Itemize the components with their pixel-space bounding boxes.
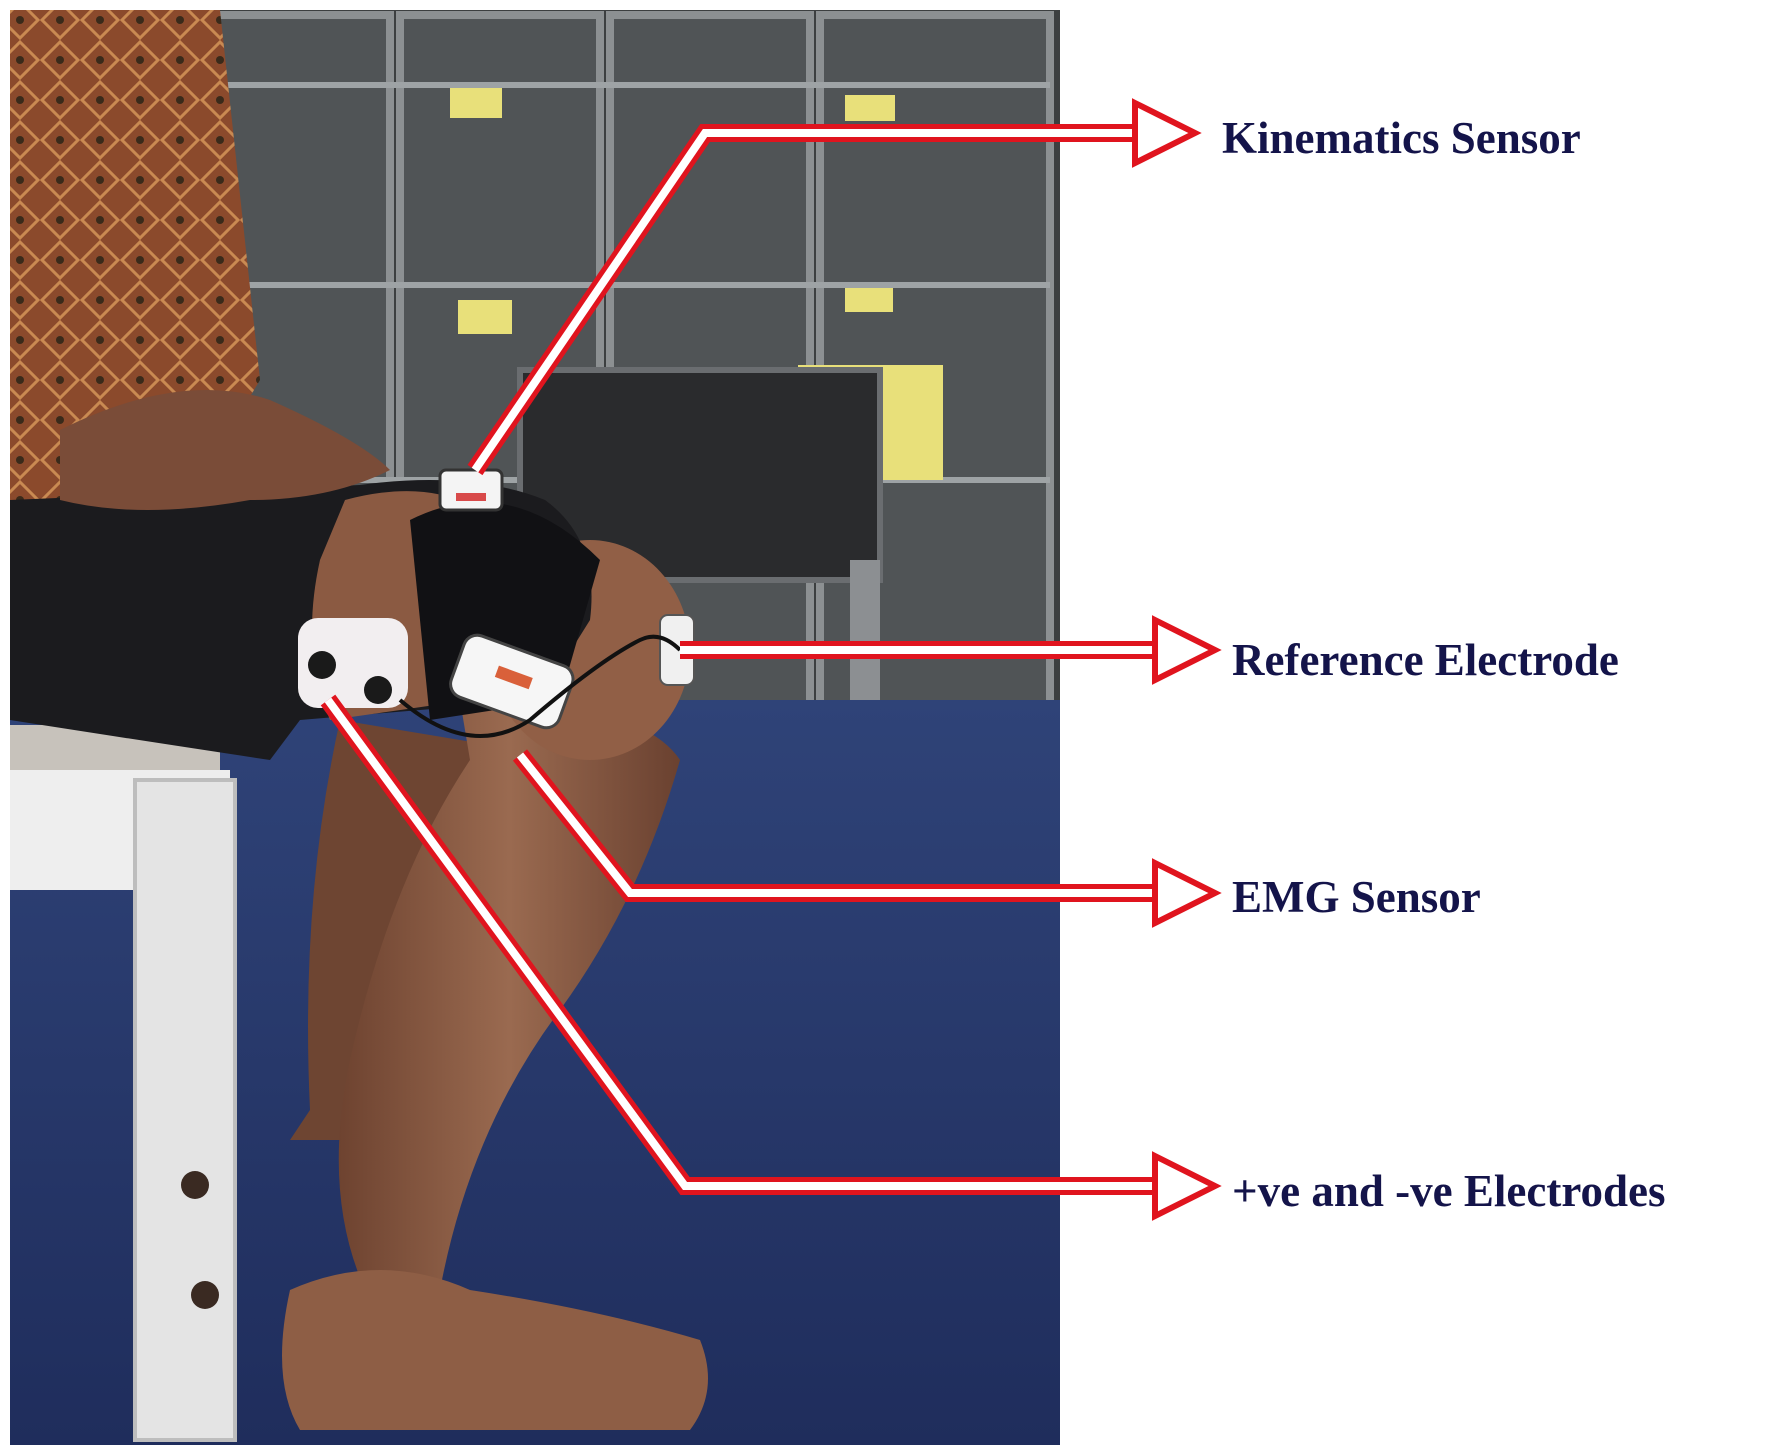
label-reference-electrode: Reference Electrode xyxy=(1232,635,1619,685)
label-kinematics-sensor: Kinematics Sensor xyxy=(1222,113,1581,163)
kinematics-sensor-device xyxy=(438,468,504,512)
arrow-emg xyxy=(512,749,1222,928)
electrode-pads xyxy=(298,618,408,708)
stool xyxy=(10,725,237,1442)
label-emg-sensor: EMG Sensor xyxy=(1232,872,1481,922)
label-electrodes: +ve and -ve Electrodes xyxy=(1232,1166,1666,1216)
hand xyxy=(60,390,390,510)
emg-sensor-device xyxy=(449,633,575,730)
kinematics-sensor-stripe xyxy=(456,493,486,501)
arrow-kinematics xyxy=(467,98,1202,476)
arrow-reference xyxy=(680,615,1222,685)
arrow-electrodes xyxy=(320,694,1222,1221)
photograph xyxy=(10,10,1060,1445)
annotation-arrows xyxy=(320,98,1222,1221)
front-foot xyxy=(282,1270,708,1430)
patterned-shirt xyxy=(10,10,260,500)
sensor-cable xyxy=(398,634,682,738)
